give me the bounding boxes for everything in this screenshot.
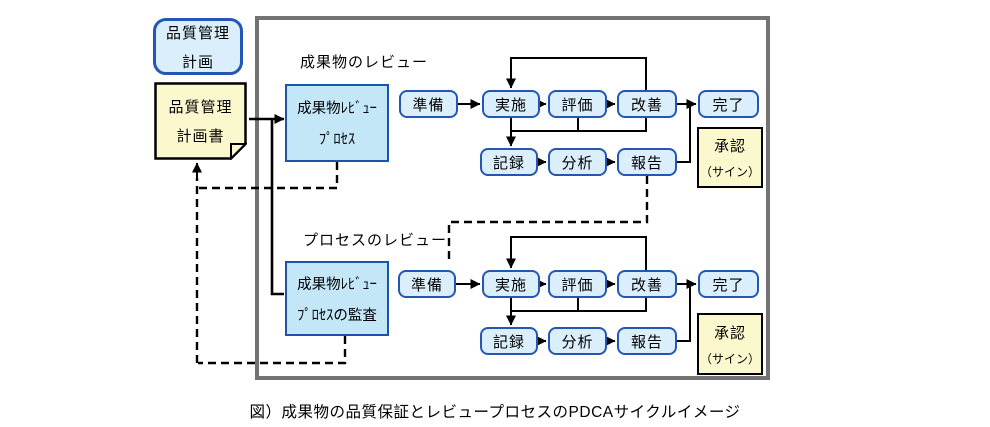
document-line2: 計画書 bbox=[176, 128, 225, 145]
quality-plan-document: 品質管理 計画書 bbox=[154, 82, 247, 160]
line-report-join-complete-bottom bbox=[677, 285, 691, 342]
line-report-join-complete-top bbox=[677, 105, 691, 163]
step-record-bottom: 記録 bbox=[480, 327, 538, 355]
step-analyze-bottom: 分析 bbox=[548, 327, 607, 355]
step-improve-bottom: 改善 bbox=[617, 270, 677, 298]
loop-improve-to-do-top bbox=[506, 57, 647, 90]
approval-top-line1: 承認 bbox=[713, 138, 746, 155]
document-line1: 品質管理 bbox=[168, 99, 233, 116]
approval-bottom-line2: （サイン） bbox=[699, 351, 760, 366]
audit-process-line1: 成果物ﾚﾋﾞｭｰ bbox=[297, 276, 377, 293]
deliverable-review-process-line2: ﾌﾟﾛｾｽ bbox=[318, 132, 356, 148]
step-report-bottom: 報告 bbox=[617, 327, 677, 355]
quality-plan-box: 品質管理 計画 bbox=[153, 18, 243, 75]
dashed-audit-process-to-doc bbox=[198, 336, 347, 365]
dashed-review-process-to-doc bbox=[197, 162, 339, 190]
approval-box-bottom: 承認 （サイン） bbox=[697, 313, 763, 375]
dashed-report-to-prepare-bottom bbox=[447, 176, 649, 264]
approval-bottom-line1: 承認 bbox=[713, 324, 746, 342]
approval-top-line2: （サイン） bbox=[699, 165, 760, 179]
approval-box-top: 承認 （サイン） bbox=[697, 127, 763, 188]
line-doc-branch-to-audit-process bbox=[270, 119, 284, 296]
section-title-deliverable-review: 成果物のレビュー bbox=[300, 54, 429, 71]
step-improve-top: 改善 bbox=[617, 90, 677, 118]
quality-plan-line1: 品質管理 bbox=[165, 24, 230, 42]
plan-doc-connectors bbox=[249, 114, 285, 296]
diagram-frame bbox=[255, 16, 770, 380]
document-text: 品質管理 計画書 bbox=[154, 82, 247, 160]
loop-improve-to-do-bottom bbox=[506, 236, 647, 270]
quality-plan-line2: 計画 bbox=[181, 53, 214, 71]
figure-caption: 図）成果物の品質保証とレビュープロセスのPDCAサイクルイメージ bbox=[249, 404, 741, 421]
step-analyze-top: 分析 bbox=[548, 148, 607, 176]
step-complete-bottom: 完了 bbox=[698, 270, 759, 298]
step-do-bottom: 実施 bbox=[482, 270, 540, 298]
step-prepare-top: 準備 bbox=[399, 90, 458, 118]
plan-doc-feedback-dashed bbox=[192, 162, 347, 365]
step-report-top: 報告 bbox=[617, 148, 677, 176]
deliverable-review-process-line1: 成果物ﾚﾋﾞｭｰ bbox=[297, 101, 377, 117]
step-do-top: 実施 bbox=[482, 90, 540, 118]
document-shape bbox=[154, 82, 247, 160]
step-prepare-bottom: 準備 bbox=[398, 270, 456, 298]
audit-process-box: 成果物ﾚﾋﾞｭｰ ﾌﾟﾛｾｽの監査 bbox=[285, 261, 389, 336]
deliverable-review-process-box: 成果物ﾚﾋﾞｭｰ ﾌﾟﾛｾｽ bbox=[285, 84, 389, 162]
connectors-bottom-cycle bbox=[456, 236, 697, 346]
step-complete-top: 完了 bbox=[698, 90, 759, 118]
section-title-process-review: プロセスのレビュー bbox=[303, 232, 448, 249]
step-evaluate-top: 評価 bbox=[548, 90, 607, 118]
step-record-top: 記録 bbox=[480, 148, 538, 176]
audit-process-line2: ﾌﾟﾛｾｽの監査 bbox=[297, 307, 377, 324]
step-evaluate-bottom: 評価 bbox=[548, 270, 607, 298]
connectors-top-cycle bbox=[447, 57, 697, 264]
